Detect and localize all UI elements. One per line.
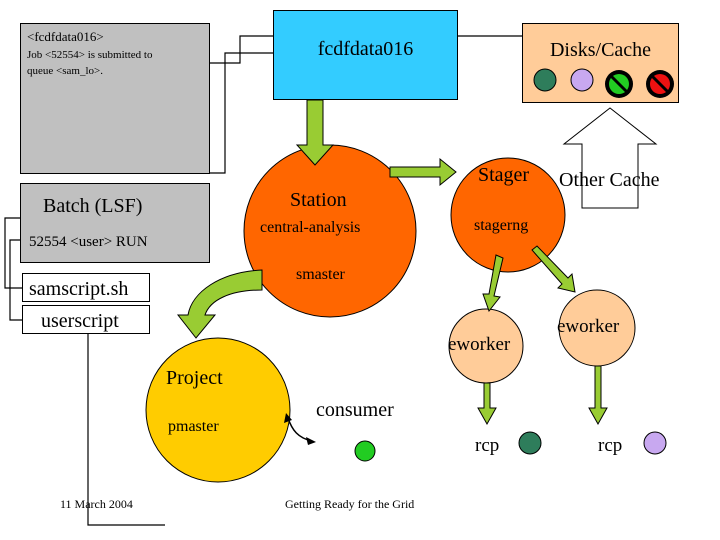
disk-icon-1 — [533, 68, 557, 92]
terminal-to-host-connector-2 — [210, 52, 273, 174]
project-consumer-link-head-2 — [306, 437, 316, 445]
project-consumer-link — [287, 417, 313, 442]
userscript-label: userscript — [41, 310, 119, 332]
stager-process: stagerng — [474, 217, 529, 234]
eworker-2-to-rcp-arrow — [588, 365, 608, 426]
station-subtitle: central-analysis — [260, 219, 361, 236]
footer-title: Getting Ready for the Grid — [285, 497, 415, 511]
station-to-project-arrow — [176, 269, 263, 339]
rcp-2-label: rcp — [598, 435, 623, 456]
disk-icon-3-blocked — [605, 70, 633, 98]
disk-icon-2 — [570, 68, 594, 92]
host-to-station-arrow — [295, 99, 335, 166]
station-title: Station — [290, 189, 347, 211]
rcp-2-status-dot — [643, 431, 667, 455]
other-cache-to-disks-arrow — [562, 107, 658, 209]
host-box: fcdfdata016 — [273, 10, 458, 100]
stager-to-eworker-2-arrow — [531, 245, 576, 293]
terminal-box: <fcdfdata016> Job <52554> is submitted t… — [20, 23, 210, 174]
stager-to-eworker-1-arrow — [482, 254, 504, 313]
project-master: pmaster — [168, 418, 219, 435]
project-consumer-link-head-1 — [284, 413, 292, 423]
consumer-label: consumer — [316, 399, 394, 421]
consumer-status-dot — [354, 440, 376, 462]
stager-node — [450, 157, 566, 273]
batch-job-line: 52554 <user> RUN — [29, 234, 148, 250]
rcp-1-label: rcp — [475, 435, 500, 456]
eworker-1-to-rcp-arrow — [477, 382, 497, 426]
terminal-line-1: <fcdfdata016> — [27, 29, 104, 44]
rcp-1-status-dot — [518, 431, 542, 455]
terminal-to-host-connector — [210, 35, 273, 64]
host-label: fcdfdata016 — [317, 38, 414, 60]
terminal-line-2: Job <52554> is submitted to — [27, 49, 153, 61]
batch-lsf-box: Batch (LSF) 52554 <user> RUN — [20, 183, 210, 263]
userscript-box: userscript — [22, 305, 150, 334]
samscript-label: samscript.sh — [29, 278, 129, 300]
footer-date: 11 March 2004 — [60, 497, 133, 511]
station-master: smaster — [296, 266, 345, 283]
other-cache-label: Other Cache — [559, 169, 660, 191]
eworker-2-label: eworker — [557, 316, 620, 337]
terminal-line-3: queue <sam_lo>. — [27, 65, 103, 77]
samscript-box: samscript.sh — [22, 273, 150, 302]
project-node — [145, 337, 291, 483]
userscript-to-project-line — [87, 333, 165, 526]
batch-to-userscript-bracket — [9, 239, 22, 321]
batch-to-samscript-bracket — [4, 217, 22, 289]
disks-cache-label: Disks/Cache — [549, 39, 652, 61]
station-to-stager-arrow — [389, 157, 457, 187]
stager-label: Stager — [478, 164, 530, 186]
project-title: Project — [166, 367, 223, 389]
disk-icon-4-blocked — [646, 70, 674, 98]
batch-title: Batch (LSF) — [43, 195, 143, 217]
eworker-1-label: eworker — [448, 334, 511, 355]
